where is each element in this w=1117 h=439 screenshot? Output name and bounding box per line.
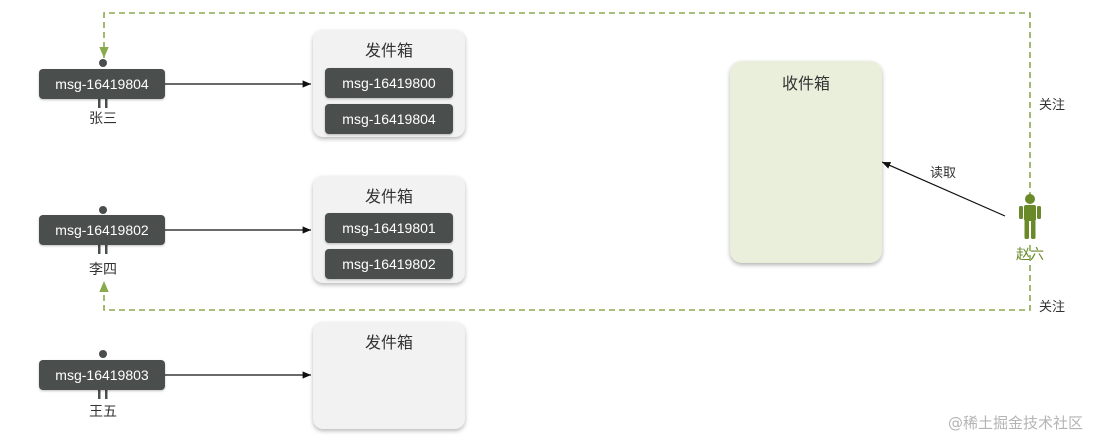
outbox-message: msg-16419802 — [325, 249, 453, 279]
user-name-label: 李四 — [89, 262, 117, 278]
outbox-message: msg-16419801 — [325, 213, 453, 243]
outbox: 发件箱 — [313, 322, 465, 429]
inbox: 收件箱 — [730, 61, 882, 263]
user-name-label: 张三 — [89, 111, 117, 127]
follow-label-top: 关注 — [1039, 98, 1066, 113]
user-figure-3 — [98, 350, 108, 399]
user-name-label: 王五 — [89, 404, 117, 420]
outbox-message: msg-16419804 — [325, 104, 453, 134]
outbox-title: 发件箱 — [364, 187, 413, 206]
user-latest-msg-tag: msg-16419802 — [39, 215, 165, 245]
user-latest-msg-tag: msg-16419803 — [39, 360, 165, 390]
user-figure-2 — [98, 206, 108, 254]
follow-line-top — [99, 12, 1031, 198]
reader-name-label: 赵六 — [1016, 247, 1044, 263]
read-arrow — [881, 161, 1006, 217]
outbox-title: 发件箱 — [364, 333, 413, 352]
watermark: @稀土掘金技术社区 — [948, 414, 1084, 432]
outbox-message: msg-16419800 — [325, 68, 453, 98]
user-figure-1 — [98, 59, 108, 108]
outbox: 发件箱 msg-16419801 msg-16419802 — [313, 176, 465, 283]
outbox-title: 发件箱 — [364, 41, 413, 60]
inbox-title: 收件箱 — [781, 74, 830, 93]
reader-person-icon — [1019, 194, 1041, 239]
read-label: 读取 — [930, 166, 957, 181]
follow-line-bottom — [99, 245, 1031, 311]
outbox: 发件箱 msg-16419800 msg-16419804 — [313, 30, 465, 137]
follow-label-bottom: 关注 — [1039, 300, 1066, 315]
user-latest-msg-tag: msg-16419804 — [39, 69, 165, 99]
